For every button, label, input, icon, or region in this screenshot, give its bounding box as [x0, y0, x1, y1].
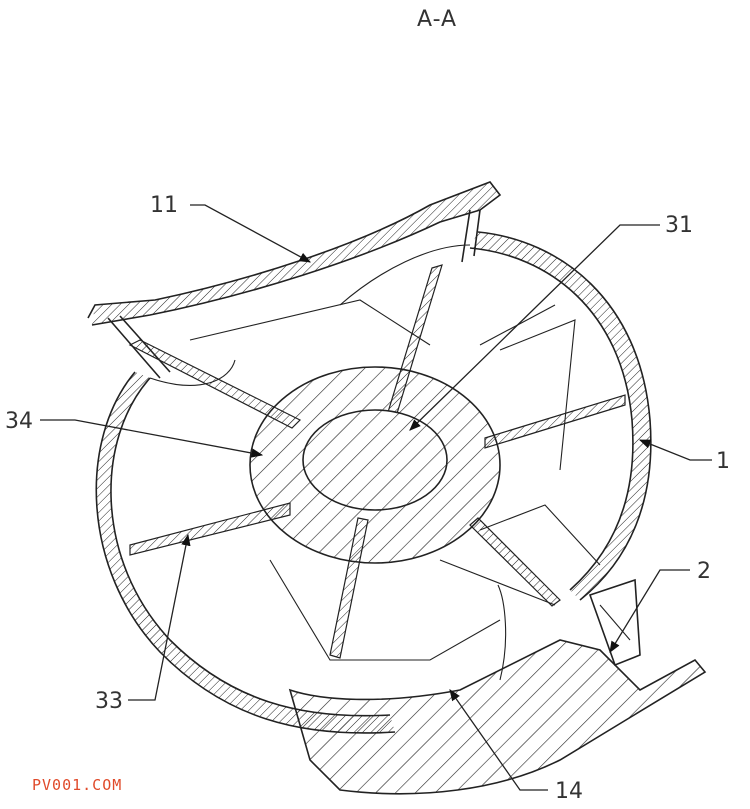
label-11: 11	[150, 193, 178, 218]
label-33: 33	[95, 689, 123, 714]
leader-lines	[40, 204, 712, 791]
part-labels: 11 31 34 1 2 33 14	[5, 193, 730, 804]
label-31: 31	[665, 213, 693, 238]
section-title: A-A	[417, 7, 457, 32]
hub-assembly	[249, 366, 501, 564]
label-34: 34	[5, 409, 33, 434]
watermark: PV001.COM	[32, 776, 122, 794]
label-2: 2	[697, 559, 711, 584]
label-14: 14	[555, 779, 583, 804]
outlet-housing	[288, 578, 707, 795]
label-1: 1	[716, 449, 730, 474]
blade-right	[469, 517, 561, 607]
blade-long-right	[484, 394, 626, 449]
